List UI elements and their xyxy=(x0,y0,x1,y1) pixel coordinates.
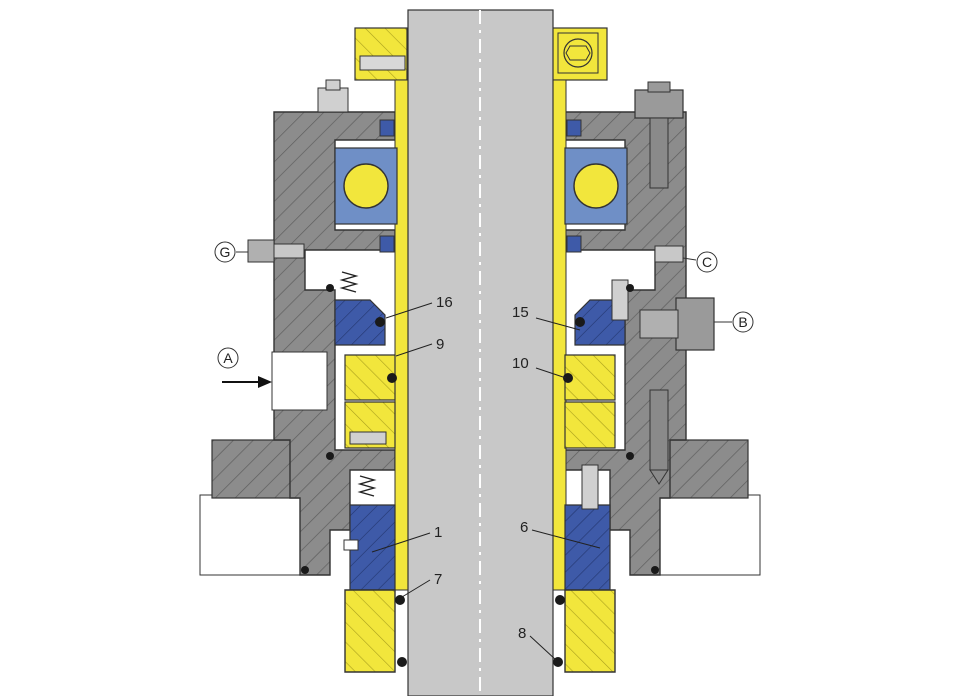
port-fitting-c xyxy=(654,245,684,263)
lip-seal-mid-left xyxy=(379,235,395,253)
svg-text:A: A xyxy=(223,350,233,366)
callout-8: 8 xyxy=(518,625,557,661)
callout-9: 9 xyxy=(395,336,444,357)
port-label-a: A xyxy=(217,347,239,369)
top-bolt-right xyxy=(634,81,684,189)
lower-seal-left xyxy=(343,475,396,591)
svg-text:10: 10 xyxy=(512,355,529,372)
svg-text:6: 6 xyxy=(520,519,528,536)
svg-text:1: 1 xyxy=(434,524,442,541)
housing-orings xyxy=(301,284,659,574)
lower-seal-right xyxy=(564,464,611,591)
right-lower-bolt xyxy=(649,389,669,485)
shaft xyxy=(407,9,554,696)
bottom-gland-right xyxy=(553,589,616,673)
bottom-gland-left xyxy=(344,589,407,673)
shaft-sleeve xyxy=(394,79,567,591)
svg-text:G: G xyxy=(220,244,231,260)
callout-7: 7 xyxy=(401,571,442,598)
top-bolt-left xyxy=(317,79,349,113)
svg-text:7: 7 xyxy=(434,571,442,588)
lip-seal-mid-right xyxy=(566,235,582,253)
bearing-right xyxy=(564,147,628,225)
port-label-g: G xyxy=(214,241,248,263)
port-label-b: B xyxy=(714,311,754,333)
upper-seal-right xyxy=(563,279,629,449)
port-label-c: C xyxy=(682,251,718,273)
callout-16: 16 xyxy=(385,294,453,319)
svg-text:9: 9 xyxy=(436,336,444,353)
lip-seal-top-right xyxy=(566,119,582,137)
upper-seal-left xyxy=(334,271,397,449)
lip-seal-top-left xyxy=(379,119,395,137)
port-fitting-g xyxy=(247,239,305,263)
svg-text:16: 16 xyxy=(436,294,453,311)
svg-text:C: C xyxy=(702,254,712,270)
svg-text:8: 8 xyxy=(518,625,526,642)
flow-arrow-a xyxy=(222,376,272,388)
port-fitting-b xyxy=(639,297,715,351)
callout-1: 1 xyxy=(371,524,442,553)
callout-6: 6 xyxy=(520,519,601,549)
callout-15: 15 xyxy=(512,304,581,331)
bearing-left xyxy=(334,147,398,225)
svg-text:15: 15 xyxy=(512,304,529,321)
svg-text:B: B xyxy=(738,314,747,330)
callout-10: 10 xyxy=(512,355,567,379)
